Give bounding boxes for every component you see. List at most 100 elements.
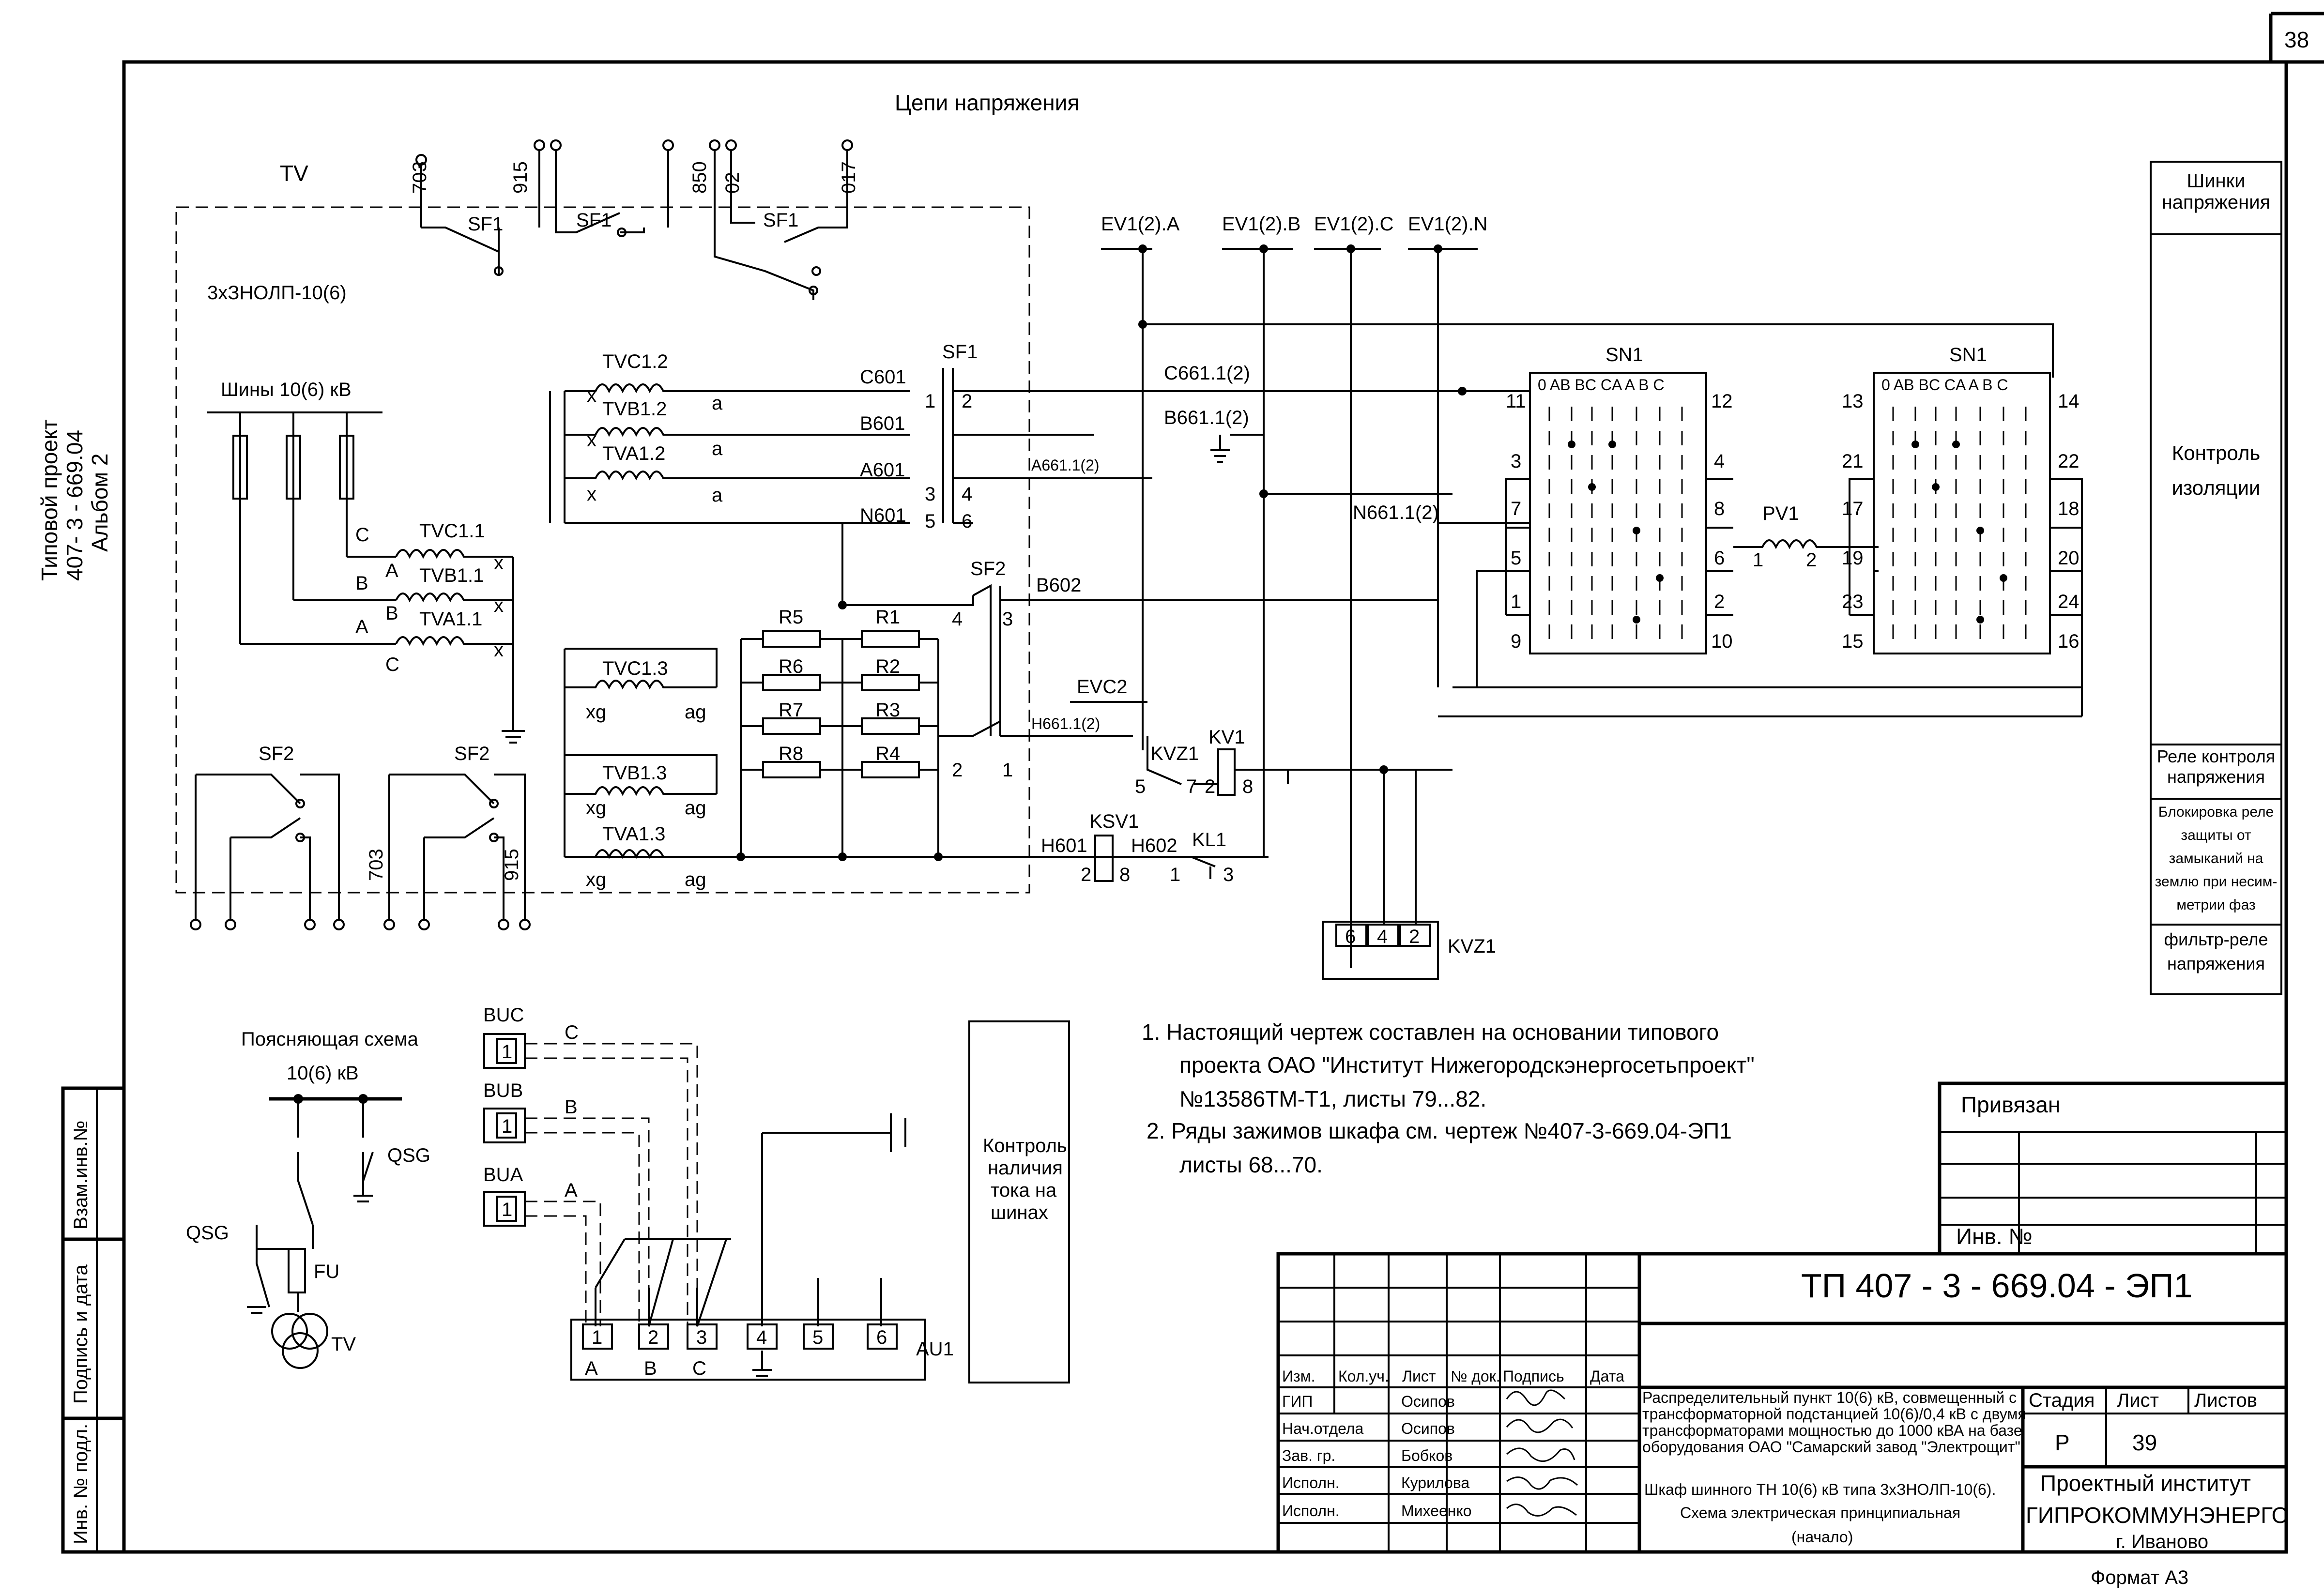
- svg-text:3: 3: [1002, 608, 1013, 630]
- svg-text:x: x: [494, 595, 504, 616]
- tv1-3-windings: TVC1.3 TVB1.3 TVA1.3 xg ag xg ag xg ag: [564, 648, 1269, 890]
- svg-text:Р: Р: [2055, 1430, 2070, 1455]
- svg-text:02: 02: [722, 172, 743, 194]
- svg-text:C661.1(2): C661.1(2): [1164, 363, 1250, 384]
- tv1-1-windings: TVC1.1 TVB1.1 TVA1.1 C B A A B C x x x: [355, 520, 525, 744]
- relays: KVZ1 KV1 5 7 2 8 KSV1 H601 H602 KL1 2 8 …: [1035, 727, 1289, 885]
- binding-box: Привязан Инв. №: [1938, 1081, 2288, 1256]
- svg-text:EV1(2).A: EV1(2).A: [1101, 213, 1180, 235]
- pv1-meter: PV1 1 2: [1733, 503, 1879, 571]
- svg-text:проекта ОАО "Институт Нижегоро: проекта ОАО "Институт Нижегородскэнергос…: [1179, 1052, 1755, 1078]
- svg-text:Кол.уч.: Кол.уч.: [1338, 1368, 1389, 1385]
- sf2-middle: SF2 4 3 2 1 B602 EVC2 H661.1(2): [938, 558, 1147, 781]
- svg-text:8: 8: [1714, 498, 1725, 519]
- svg-text:18: 18: [2058, 498, 2079, 519]
- notes: 1. Настоящий чертеж составлен на основан…: [1142, 1019, 1755, 1177]
- svg-text:4: 4: [962, 484, 972, 505]
- svg-text:Привязан: Привязан: [1961, 1092, 2060, 1117]
- svg-text:B601: B601: [860, 413, 905, 434]
- svg-text:KSV1: KSV1: [1089, 811, 1139, 832]
- ev-buses: EV1(2).A EV1(2).B EV1(2).C EV1(2).N C661…: [1101, 213, 2054, 968]
- svg-text:703: 703: [366, 849, 387, 881]
- svg-text:ГИПРОКОММУНЭНЕРГО: ГИПРОКОММУНЭНЕРГО: [2026, 1503, 2289, 1528]
- svg-text:TVB1.2: TVB1.2: [602, 398, 667, 420]
- svg-text:SF1: SF1: [942, 341, 978, 363]
- svg-text:ag: ag: [685, 869, 706, 890]
- svg-text:21: 21: [1842, 451, 1864, 472]
- legend-bus: Шинки напряжения: [2161, 170, 2271, 213]
- svg-text:QSG: QSG: [186, 1222, 229, 1244]
- svg-text:8: 8: [1242, 776, 1253, 797]
- svg-text:xg: xg: [586, 701, 606, 723]
- svg-text:703: 703: [409, 161, 430, 194]
- tv-label: TV: [280, 161, 308, 186]
- svg-text:915: 915: [501, 849, 522, 881]
- svg-text:A: A: [385, 560, 398, 581]
- svg-text:4: 4: [1377, 926, 1388, 947]
- svg-text:B: B: [385, 603, 398, 624]
- svg-text:7: 7: [1186, 776, 1197, 797]
- svg-text:A: A: [585, 1358, 598, 1379]
- svg-text:Взам.инв.№: Взам.инв.№: [70, 1120, 92, 1230]
- svg-text:B: B: [644, 1358, 657, 1379]
- svg-text:14: 14: [2058, 391, 2079, 412]
- svg-text:017: 017: [838, 161, 859, 194]
- svg-text:TVA1.3: TVA1.3: [602, 823, 665, 845]
- svg-text:20: 20: [2058, 547, 2079, 569]
- svg-text:C601: C601: [860, 366, 906, 388]
- svg-text:11: 11: [1506, 391, 1526, 412]
- svg-text:A661.1(2): A661.1(2): [1031, 456, 1100, 474]
- svg-text:TVA1.1: TVA1.1: [419, 608, 482, 630]
- svg-text:Шкаф шинного ТН 10(6) кВ типа: Шкаф шинного ТН 10(6) кВ типа 3хЗНОЛП-10…: [1644, 1481, 1996, 1498]
- svg-text:5: 5: [925, 511, 935, 532]
- svg-text:TVB1.1: TVB1.1: [419, 565, 484, 586]
- svg-text:3: 3: [925, 484, 935, 505]
- svg-text:2: 2: [648, 1327, 658, 1348]
- svg-text:2: 2: [1081, 864, 1091, 885]
- svg-text:0 AB BC CA A B C: 0 AB BC CA A B C: [1538, 376, 1664, 394]
- sn1-right: SN1 0 AB BC CA A B C 13 21 17 19 23 15 1…: [1438, 344, 2083, 717]
- svg-text:R3: R3: [875, 699, 900, 721]
- svg-text:1: 1: [592, 1327, 602, 1348]
- svg-text:EV1(2).N: EV1(2).N: [1408, 213, 1488, 235]
- svg-text:Распределительный пункт 10(6): Распределительный пункт 10(6) кВ, совмещ…: [1642, 1389, 2017, 1406]
- svg-text:A601: A601: [860, 459, 905, 481]
- svg-text:QSG: QSG: [387, 1145, 430, 1166]
- svg-text:Контроль: Контроль: [983, 1135, 1067, 1156]
- svg-text:7: 7: [1511, 498, 1521, 519]
- sf2-lower-group: SF2 SF2 703 915: [190, 743, 531, 930]
- svg-text:1: 1: [1511, 591, 1521, 612]
- svg-text:AU1: AU1: [916, 1338, 954, 1360]
- svg-text:шинах: шинах: [991, 1202, 1048, 1223]
- tv-secondary-windings: TVC1.2 TVB1.2 TVA1.2 x x x a a a C601 B6…: [549, 351, 910, 526]
- svg-text:24: 24: [2058, 591, 2079, 612]
- svg-text:Инв. №: Инв. №: [1956, 1224, 2033, 1249]
- svg-text:4: 4: [1714, 451, 1725, 472]
- sf1-middle: SF1 1 2 3 4 5 6 A661.1(2): [925, 341, 1269, 532]
- svg-text:R7: R7: [779, 699, 803, 721]
- svg-text:1: 1: [502, 1199, 512, 1220]
- stamp-strip: Взам.инв.№ Подпись и дата Инв. № подл.: [61, 1086, 126, 1554]
- svg-text:13: 13: [1842, 391, 1864, 412]
- svg-text:H661.1(2): H661.1(2): [1031, 715, 1100, 732]
- svg-text:2: 2: [1806, 549, 1817, 571]
- svg-text:R1: R1: [875, 607, 900, 628]
- assembly-label: 3хЗНОЛП-10(6): [207, 282, 347, 304]
- svg-text:BUC: BUC: [483, 1004, 524, 1026]
- svg-text:FU: FU: [314, 1261, 339, 1282]
- svg-text:R2: R2: [875, 656, 900, 677]
- svg-text:C: C: [385, 654, 399, 675]
- svg-text:SF1: SF1: [468, 213, 503, 235]
- corner-box: [2269, 12, 2324, 62]
- svg-text:N601: N601: [860, 505, 906, 526]
- svg-text:A: A: [565, 1180, 578, 1201]
- svg-text:Стадия: Стадия: [2029, 1390, 2095, 1411]
- svg-text:a: a: [712, 393, 723, 414]
- svg-text:2: 2: [952, 760, 963, 781]
- svg-text:Михеенко: Михеенко: [1401, 1502, 1472, 1520]
- svg-text:ag: ag: [685, 797, 706, 819]
- svg-text:листы 68...70.: листы 68...70.: [1179, 1152, 1323, 1177]
- svg-text:SF2: SF2: [454, 743, 489, 764]
- svg-text:H601: H601: [1041, 835, 1087, 856]
